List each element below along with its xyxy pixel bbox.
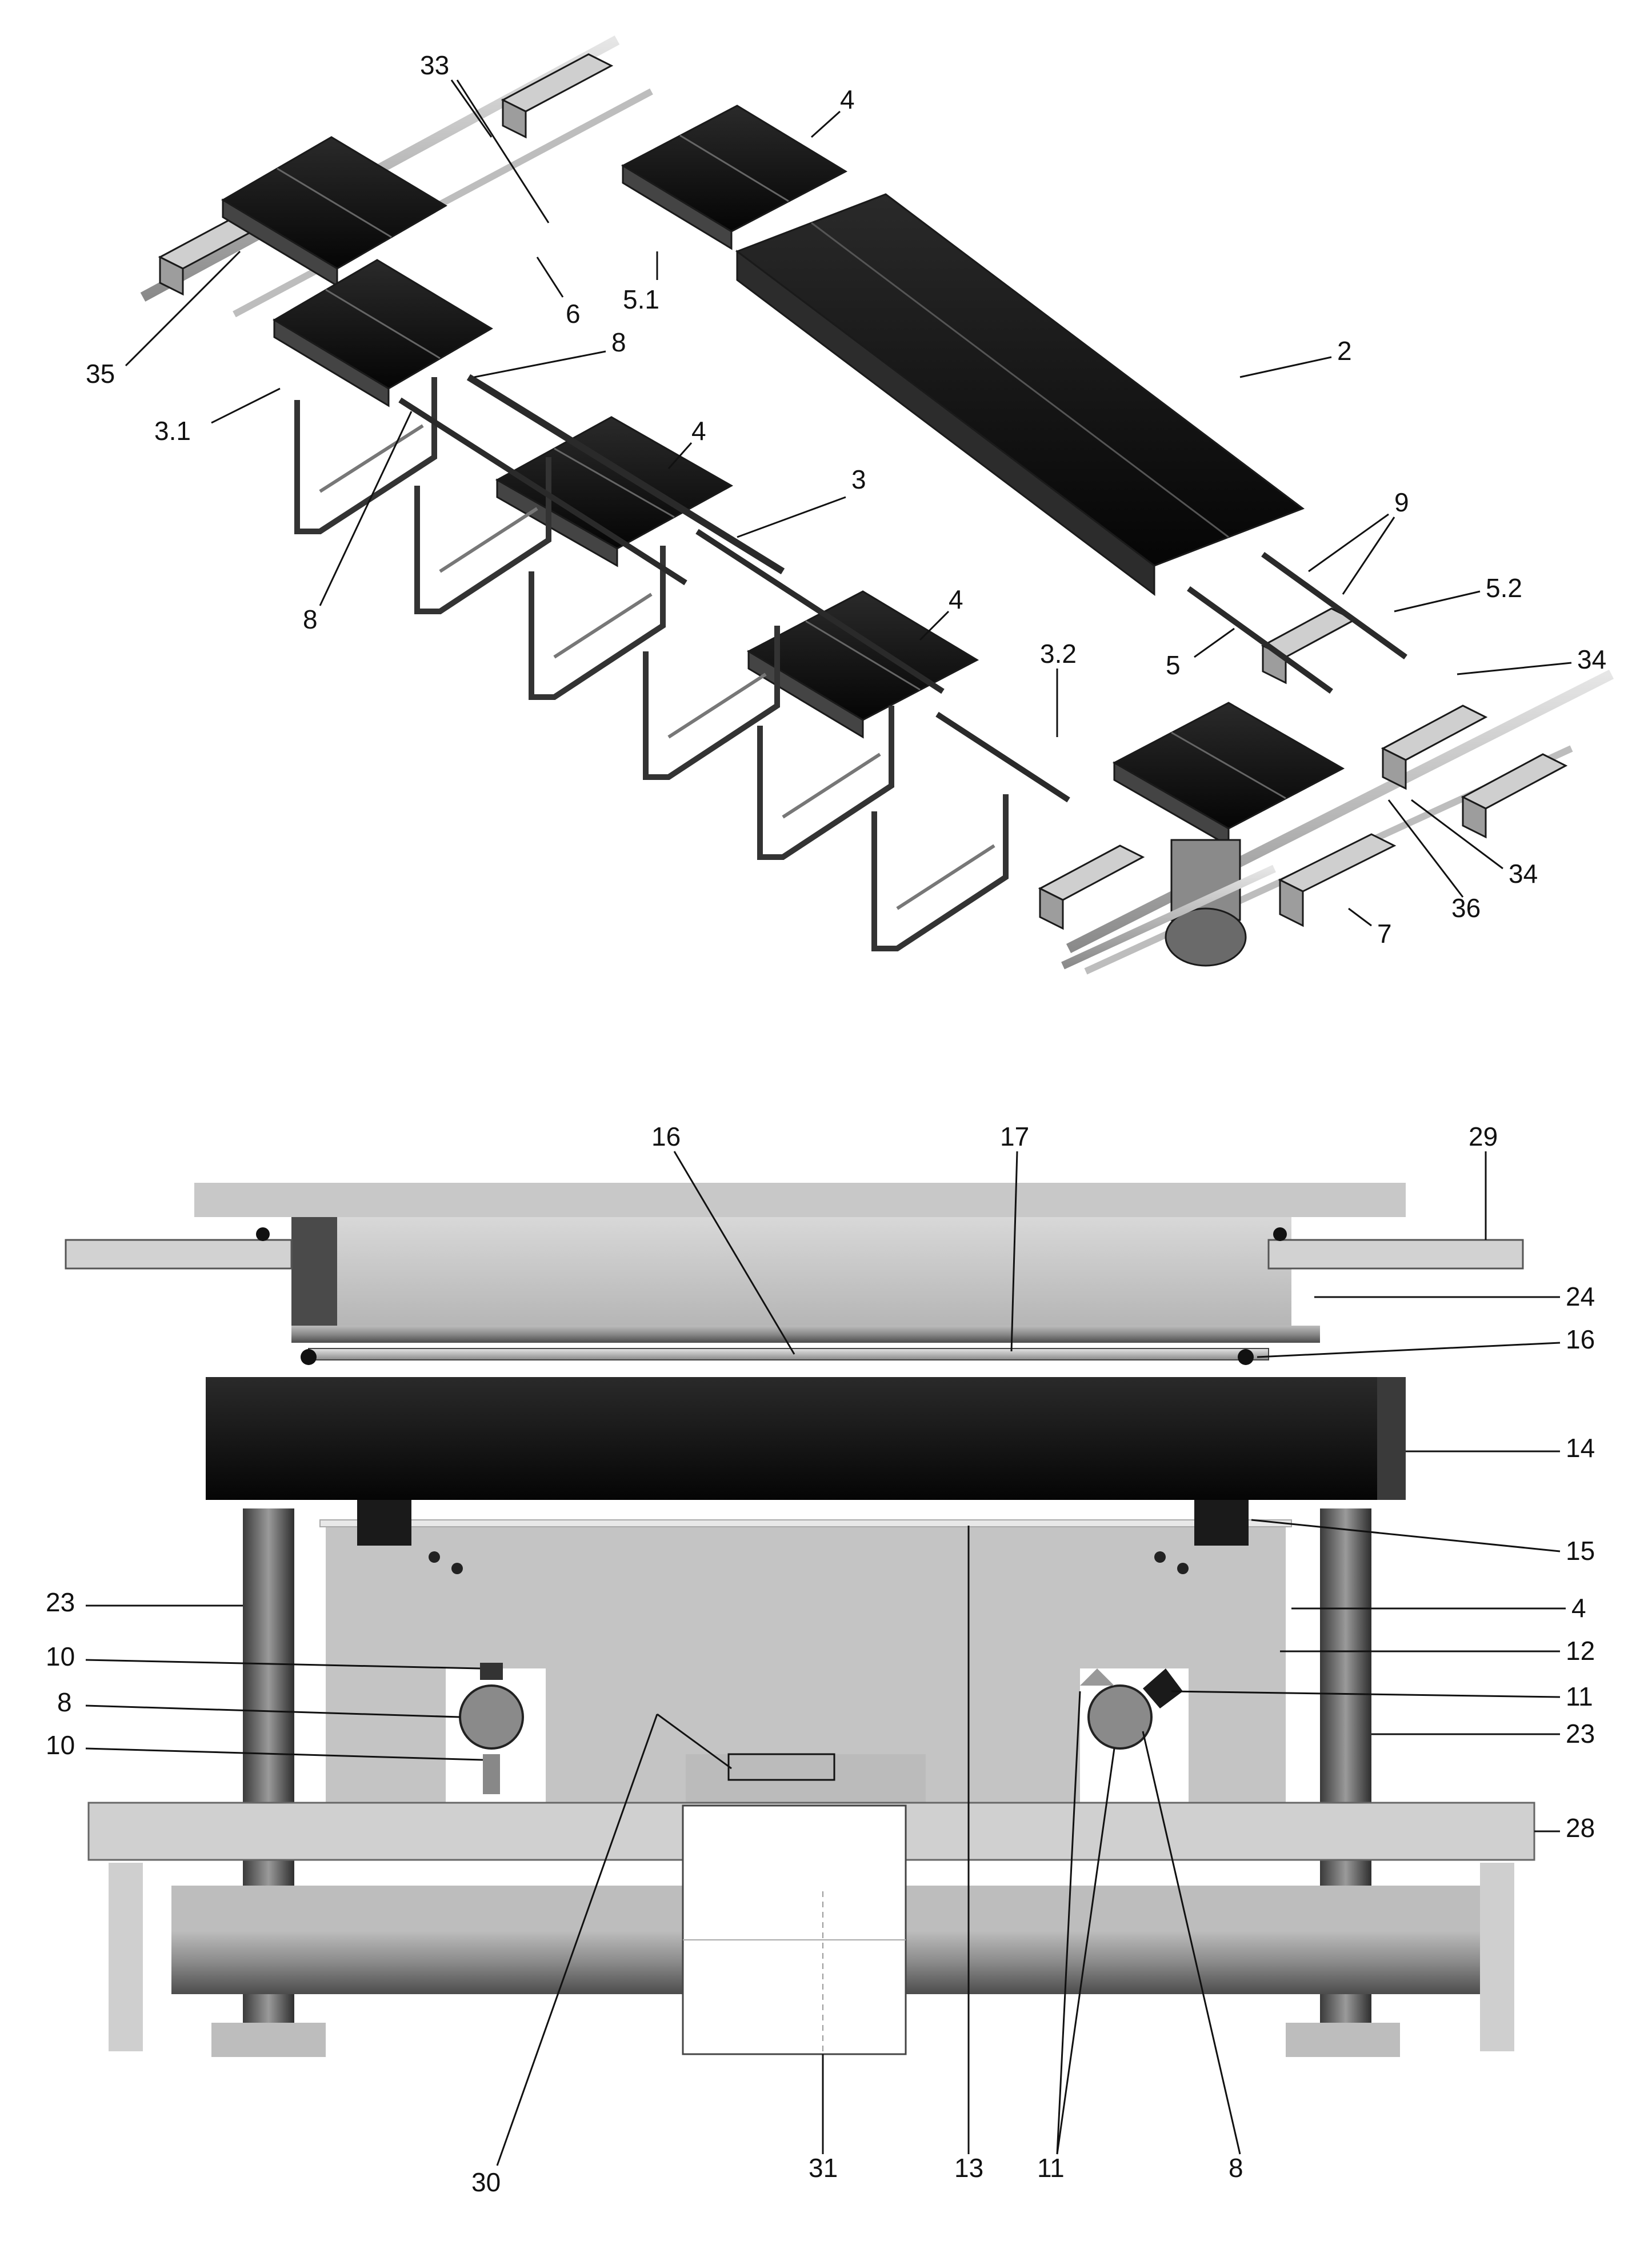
shaft-8-left [460, 1686, 523, 1748]
label-4-center: 4 [691, 416, 706, 446]
top-figure: 33 4 35 6 5.1 2 3.1 8 8 4 3 9 [86, 40, 1611, 971]
label-7: 7 [1377, 919, 1392, 949]
label-13: 13 [954, 2153, 983, 2183]
drive-block-7 [1280, 834, 1394, 891]
arm-29-right [1269, 1240, 1523, 1268]
label-34-lower: 34 [1509, 859, 1538, 889]
bearing-15-left [357, 1500, 411, 1546]
label-4: 4 [1571, 1593, 1586, 1623]
label-12: 12 [1566, 1636, 1595, 1666]
label-3: 3 [851, 465, 866, 494]
stop-10-upper [480, 1663, 503, 1680]
upper-plate-shadow [291, 1217, 337, 1331]
label-4-lower: 4 [949, 585, 963, 614]
label-23: 23 [46, 1587, 75, 1617]
pin-right [1273, 1227, 1287, 1241]
rail-24 [291, 1326, 1320, 1343]
foot-plate-right [1286, 2023, 1400, 2057]
label-36: 36 [1451, 893, 1481, 923]
label-5-2: 5.2 [1486, 573, 1522, 603]
label-2: 2 [1337, 336, 1352, 366]
label-5-1: 5.1 [623, 285, 659, 314]
label-17: 17 [1000, 1122, 1029, 1151]
label-29: 29 [1469, 1122, 1498, 1151]
label-16-right: 16 [1566, 1324, 1595, 1354]
label-8-right: 8 [1229, 2153, 1243, 2183]
label-23-right: 23 [1566, 1719, 1595, 1748]
label-3-1: 3.1 [154, 416, 191, 446]
label-24: 24 [1566, 1282, 1595, 1311]
bolt [451, 1563, 463, 1574]
foot-plate-left [211, 2023, 326, 2057]
upper-housing [194, 1183, 1406, 1217]
label-16: 16 [651, 1122, 681, 1151]
label-35: 35 [86, 359, 115, 389]
arm-29-left [66, 1240, 291, 1268]
block-31 [683, 1806, 906, 2054]
label-15: 15 [1566, 1536, 1595, 1566]
label-33: 33 [420, 50, 449, 80]
label-10-lower: 10 [46, 1730, 75, 1760]
bolt [429, 1551, 440, 1563]
label-8: 8 [57, 1687, 72, 1717]
rail-17 [309, 1348, 1269, 1360]
end-block [1040, 846, 1143, 900]
label-8: 8 [611, 327, 626, 357]
foot-left [109, 1863, 143, 2051]
label-34: 34 [1577, 645, 1606, 674]
end-block [1463, 754, 1566, 809]
label-10: 10 [46, 1642, 75, 1671]
guide-13 [320, 1520, 1291, 1527]
end-block [503, 54, 611, 111]
label-11: 11 [1566, 1682, 1593, 1711]
label-5: 5 [1166, 650, 1181, 680]
label-14: 14 [1566, 1433, 1595, 1463]
platen-module-top-left [223, 137, 446, 286]
beam-14 [206, 1377, 1406, 1500]
foot-right [1480, 1863, 1514, 2051]
label-31: 31 [809, 2153, 838, 2183]
shaft-lower [937, 714, 1069, 800]
platen-module-3-1 [274, 260, 491, 406]
roller-16-left [301, 1349, 317, 1365]
bolt [1154, 1551, 1166, 1563]
label-28: 28 [1566, 1813, 1595, 1843]
beam-14-end [1377, 1377, 1406, 1500]
label-4: 4 [840, 85, 855, 114]
label-8-lower: 8 [303, 605, 318, 634]
label-9: 9 [1394, 487, 1409, 517]
bolt [1177, 1563, 1189, 1574]
end-block [1383, 706, 1486, 760]
label-11-lower: 11 [1037, 2153, 1065, 2183]
stop-10-lower [483, 1754, 500, 1794]
bearing-15-right [1194, 1500, 1249, 1546]
pin-left [256, 1227, 270, 1241]
roller-16-right [1238, 1349, 1254, 1365]
label-3-2: 3.2 [1040, 639, 1077, 669]
label-6: 6 [566, 299, 581, 329]
upper-plate [291, 1217, 1291, 1331]
bottom-figure: 16 17 29 24 16 14 15 23 4 12 10 11 8 [46, 1122, 1595, 2197]
shaft-8-right [1089, 1686, 1151, 1748]
rail-rod-34 [1069, 674, 1611, 949]
label-30: 30 [471, 2167, 501, 2197]
